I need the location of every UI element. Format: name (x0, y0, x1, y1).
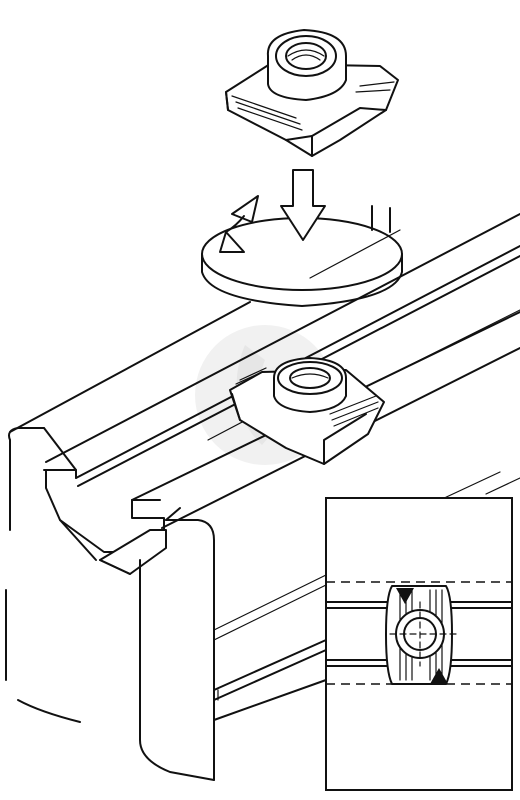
t-slot-nut-inserted-icon (229, 357, 385, 465)
detail-inset-icon (325, 497, 513, 791)
rotation-arrow-icon (201, 195, 403, 307)
t-slot-nut-icon (225, 29, 399, 157)
insert-arrow-icon (280, 169, 326, 241)
